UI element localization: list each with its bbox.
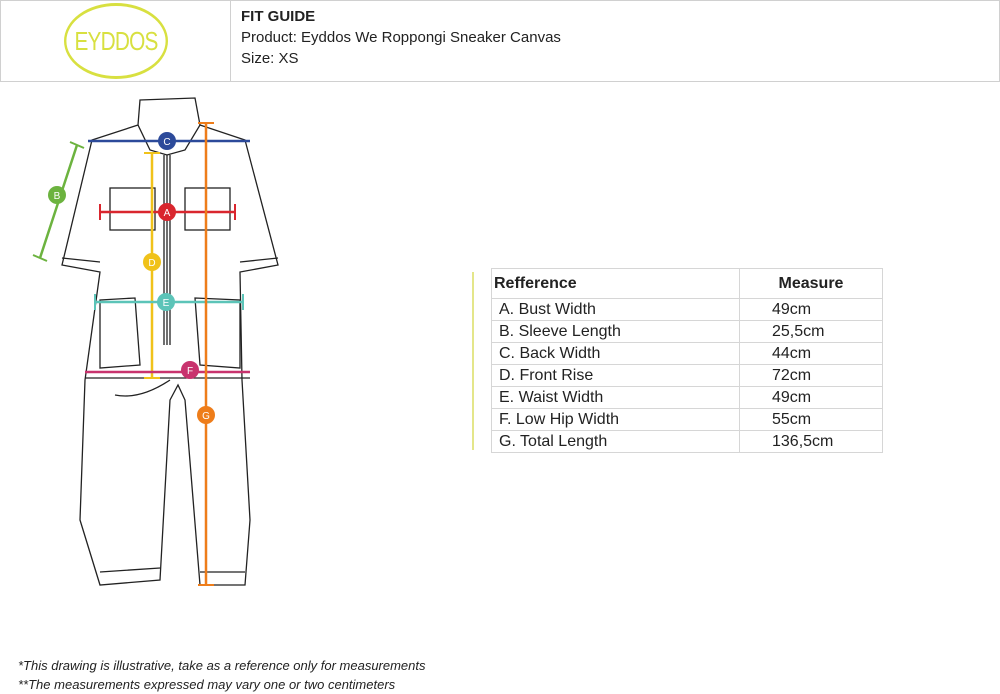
marker-g-label: G [202, 411, 210, 422]
footnotes: *This drawing is illustrative, take as a… [18, 656, 426, 694]
row-measure: 49cm [739, 386, 883, 409]
product-name: Product: Eyddos We Roppongi Sneaker Canv… [241, 29, 561, 46]
marker-d-label: D [148, 258, 155, 269]
divider [472, 272, 474, 450]
row-measure: 136,5cm [739, 430, 883, 453]
jumpsuit-drawing: C A B D E F G [32, 97, 279, 586]
row-measure: 55cm [739, 408, 883, 431]
row-ref: F. Low Hip Width [491, 408, 740, 431]
row-measure: 44cm [739, 342, 883, 365]
brand-logo: EYDDOS [63, 3, 168, 79]
marker-e-label: E [163, 298, 170, 309]
row-ref: A. Bust Width [491, 298, 740, 321]
fit-guide-header: EYDDOS FIT GUIDE Product: Eyddos We Ropp… [0, 0, 1000, 82]
row-measure: 72cm [739, 364, 883, 387]
marker-b-label: B [54, 191, 61, 202]
footnote-1: *This drawing is illustrative, take as a… [18, 658, 426, 673]
product-size: Size: XS [241, 50, 299, 67]
row-ref: B. Sleeve Length [491, 320, 740, 343]
row-measure: 49cm [739, 298, 883, 321]
page-title: FIT GUIDE [241, 8, 316, 25]
marker-f-label: F [187, 366, 193, 377]
logo-cell: EYDDOS [1, 1, 231, 81]
measure-a: A [99, 203, 236, 221]
header-measure: Measure [739, 268, 883, 299]
marker-a-label: A [164, 208, 171, 219]
row-ref: G. Total Length [491, 430, 740, 453]
row-measure: 25,5cm [739, 320, 883, 343]
row-ref: E. Waist Width [491, 386, 740, 409]
measure-g: G [197, 122, 215, 586]
header-reference: Refference [491, 268, 740, 299]
measure-f: F [85, 361, 250, 379]
row-ref: C. Back Width [491, 342, 740, 365]
measure-b: B [32, 141, 85, 262]
measure-e: E [94, 293, 244, 311]
marker-c-label: C [163, 137, 170, 148]
measure-c: C [88, 132, 250, 150]
footnote-2: **The measurements expressed may vary on… [18, 677, 396, 692]
measure-d: D [143, 152, 161, 379]
garment-outline [61, 97, 279, 586]
row-ref: D. Front Rise [491, 364, 740, 387]
product-info: FIT GUIDE Product: Eyddos We Roppongi Sn… [231, 1, 571, 81]
